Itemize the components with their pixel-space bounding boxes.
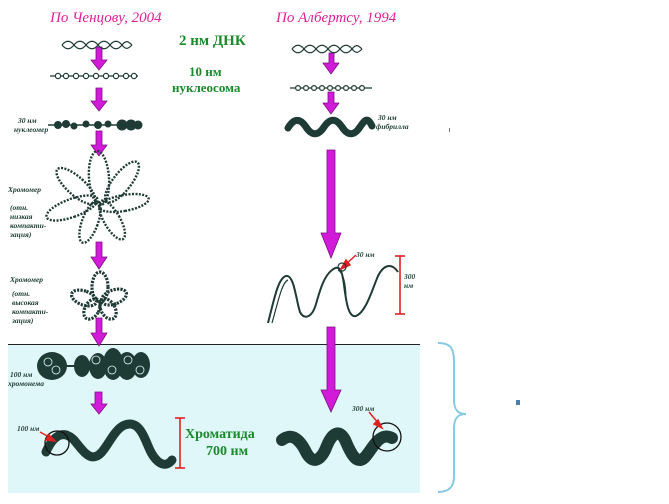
arrow-left-5 bbox=[90, 317, 108, 347]
label-loop-300: 300 нм bbox=[404, 272, 416, 290]
arrow-right-4 bbox=[320, 326, 342, 413]
dna-helix-right bbox=[291, 44, 363, 54]
pointer-300nm bbox=[368, 411, 384, 430]
label-loop-30: 30 нм bbox=[356, 250, 375, 259]
chromatid-right-marker bbox=[372, 422, 402, 452]
arrow-right-1 bbox=[322, 52, 340, 75]
mark-tiny bbox=[449, 128, 450, 132]
arrow-right-3 bbox=[320, 149, 342, 260]
loop-30nm-marker bbox=[337, 262, 347, 272]
chromatid-left-marker bbox=[44, 430, 70, 456]
label-nucleomer: 30 нм нуклеомер bbox=[14, 116, 49, 134]
chromatid-right bbox=[276, 427, 398, 466]
curly-brace bbox=[437, 342, 467, 493]
nucleomer-chain bbox=[48, 119, 143, 131]
scale-bar-700nm bbox=[175, 417, 185, 469]
arrow-left-4 bbox=[90, 241, 108, 270]
label-dna: 2 нм ДНК bbox=[179, 33, 246, 49]
arrows-left bbox=[90, 46, 108, 415]
label-chromomer-low: Хромомер (отн. низкая компакти- зация) bbox=[8, 185, 47, 239]
chromonema-texture bbox=[43, 355, 145, 375]
pointer-100nm bbox=[39, 431, 58, 442]
chromonema bbox=[37, 348, 150, 380]
title-chentsov: По Ченцову, 2004 bbox=[50, 10, 162, 26]
loop-300nm bbox=[267, 265, 399, 324]
arrows-right bbox=[320, 52, 342, 413]
arrow-right-2 bbox=[322, 91, 340, 115]
arrow-left-2 bbox=[90, 87, 108, 112]
scale-bar-300nm bbox=[395, 255, 405, 315]
fibril-30nm bbox=[284, 116, 376, 138]
label-chromatid: Хроматида bbox=[185, 427, 255, 442]
title-alberts: По Албертсу, 1994 bbox=[276, 10, 397, 26]
dna-helix-left bbox=[61, 40, 133, 50]
label-chromatid-100: 100 нм bbox=[17, 424, 40, 433]
label-chromomer-high: Хромомер (отн. высокая компакти- зация) bbox=[10, 275, 49, 325]
nucleosome-string-left bbox=[50, 72, 138, 80]
chromomer-high-compaction bbox=[69, 270, 129, 321]
label-nucleosome: нуклеосома bbox=[172, 80, 241, 95]
pointer-30nm bbox=[339, 254, 357, 271]
arrow-left-1 bbox=[90, 46, 108, 71]
mark-small bbox=[516, 400, 520, 405]
label-chromonema: 100 нм хромонема bbox=[8, 370, 45, 388]
chromomer-low-compaction bbox=[45, 149, 150, 245]
nucleosome-string-right bbox=[290, 84, 372, 91]
label-chromatid-size: 700 нм bbox=[206, 444, 249, 459]
chromatid-left bbox=[41, 419, 177, 469]
label-nucleosome-size: 10 нм bbox=[189, 64, 222, 79]
label-chromatid-300: 300 нм bbox=[352, 404, 375, 413]
label-fibril: 30 нм фибрилла bbox=[376, 113, 409, 131]
arrow-left-3 bbox=[90, 130, 108, 157]
arrow-left-6 bbox=[90, 391, 108, 415]
